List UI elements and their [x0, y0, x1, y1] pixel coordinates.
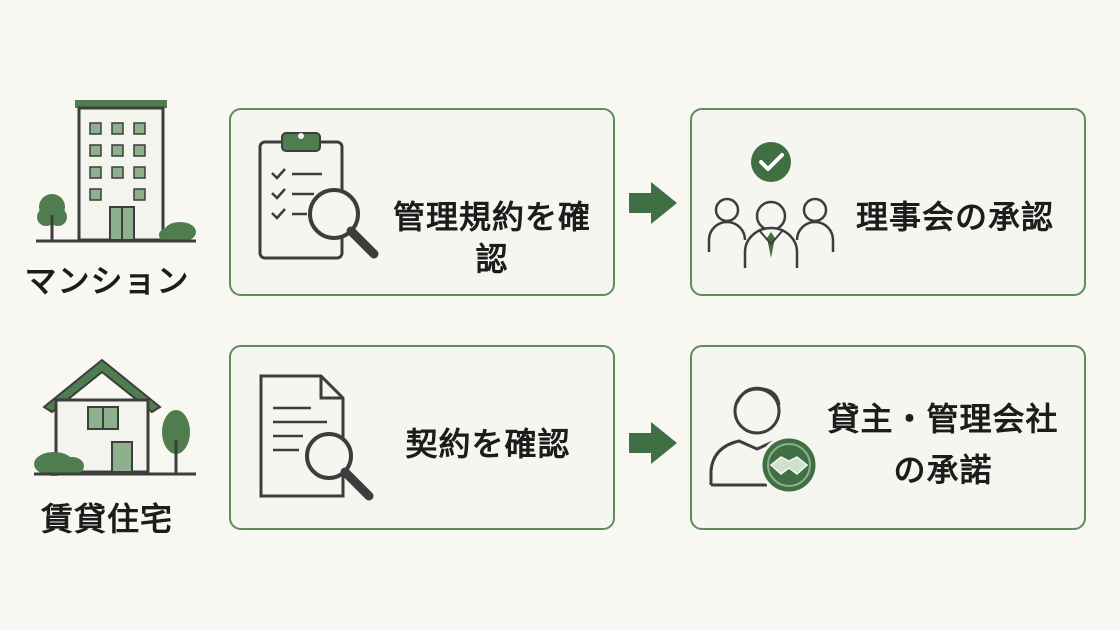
step-text-check-contract: 契約を確認	[405, 425, 571, 463]
category-label-rental: 賃貸住宅	[40, 500, 173, 538]
person-handshake-icon	[709, 386, 819, 495]
house-icon	[34, 358, 196, 476]
group-approval-icon	[707, 142, 835, 268]
step-text-board-approval: 理事会の承認	[855, 198, 1054, 236]
apartment-building-icon	[36, 100, 196, 243]
category-label-mansion: マンション	[24, 262, 190, 300]
arrow-right-icon	[629, 422, 677, 464]
step-text-landlord-approval-line2: の承諾	[893, 451, 993, 489]
clipboard-search-icon	[258, 132, 379, 260]
arrow-right-icon	[629, 182, 677, 224]
document-search-icon	[259, 374, 374, 501]
step-box-landlord-approval	[690, 345, 1086, 530]
step-text-landlord-approval-line1: 貸主・管理会社	[827, 400, 1059, 438]
step-text-check-rules: 管理規約を確認	[392, 198, 591, 278]
